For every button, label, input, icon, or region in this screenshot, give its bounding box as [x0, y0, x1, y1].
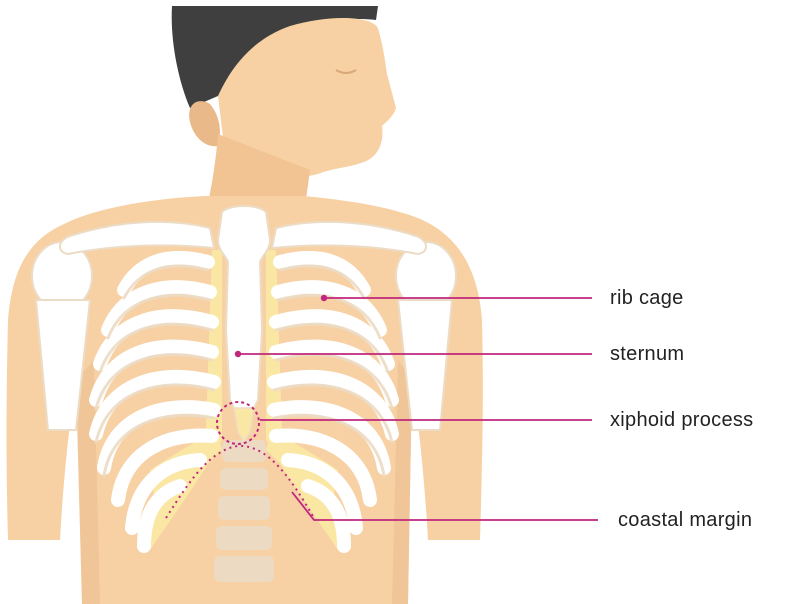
label-xiphoid-process: xiphoid process — [610, 410, 753, 430]
leader-dot-rib-cage — [321, 295, 327, 301]
label-rib-cage: rib cage — [610, 288, 684, 308]
label-sternum: sternum — [610, 344, 684, 364]
ear — [189, 101, 220, 146]
leader-dot-sternum — [235, 351, 241, 357]
label-coastal-margin: coastal margin — [618, 510, 752, 530]
